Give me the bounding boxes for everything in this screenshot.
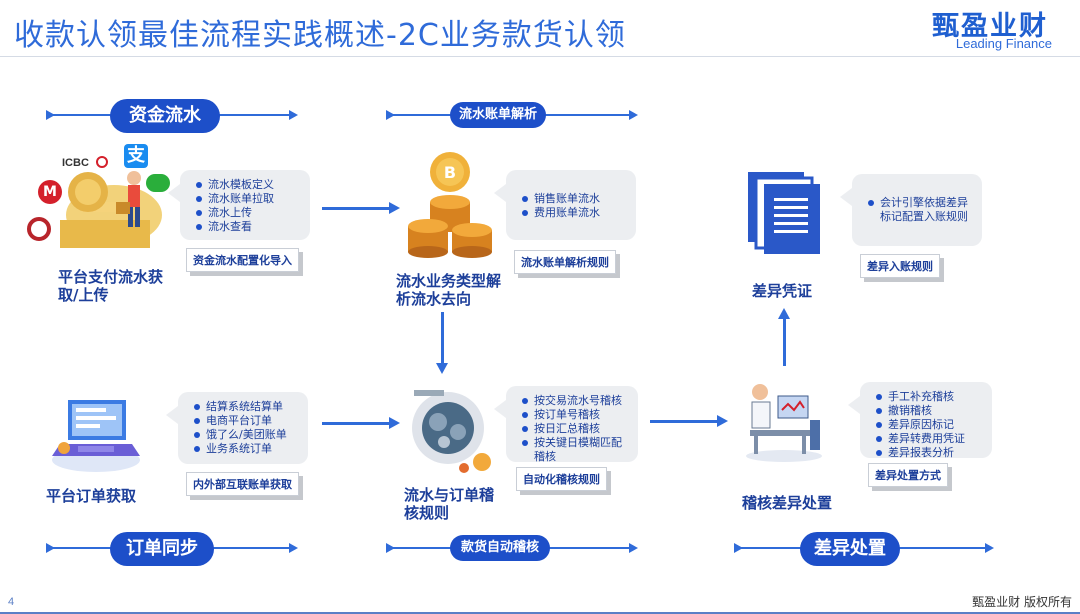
node6-item: 手工补充稽核 bbox=[874, 390, 982, 404]
icbc-logo: ICBC bbox=[62, 151, 108, 170]
node4-label: 平台订单获取 bbox=[46, 487, 137, 505]
node4-item: 结算系统结算单 bbox=[192, 400, 298, 414]
node5-item: 按日汇总稽核 bbox=[520, 422, 628, 436]
node5-item: 按交易流水号稽核 bbox=[520, 394, 628, 408]
node6-label: 稽核差异处置 bbox=[742, 494, 833, 512]
copyright-text: 甄盈业财 版权所有 bbox=[972, 595, 1072, 609]
node6-item: 差异报表分析 bbox=[874, 446, 982, 460]
node2-label: 流水业务类型解析流水去向 bbox=[396, 272, 502, 308]
page-title: 收款认领最佳流程实践概述-2C业务款货认领 bbox=[14, 18, 626, 53]
flow-arrow-2-5 bbox=[436, 312, 448, 374]
flow-arrow-6-3 bbox=[778, 308, 790, 366]
node4-item: 业务系统订单 bbox=[192, 442, 298, 456]
node1-item: 流水模板定义 bbox=[194, 178, 300, 192]
brand-logo: 甄盈业财 bbox=[932, 11, 1048, 42]
node2-tag: 流水账单解析规则 bbox=[514, 250, 616, 274]
node4-card: 结算系统结算单 电商平台订单 饿了么/美团账单 业务系统订单 bbox=[166, 392, 308, 464]
section-pill-diff-handle: 差异处置 bbox=[800, 532, 900, 566]
svg-text:B: B bbox=[444, 163, 456, 182]
node3-tag: 差异入账规则 bbox=[860, 254, 940, 278]
node1-label: 平台支付流水获取/上传 bbox=[58, 268, 164, 304]
node5-tag: 自动化稽核规则 bbox=[516, 467, 607, 491]
node1-card: 流水模板定义 流水账单拉取 流水上传 流水查看 bbox=[168, 170, 310, 240]
node6-item: 差异转费用凭证 bbox=[874, 432, 982, 446]
node4-item: 饿了么/美团账单 bbox=[192, 428, 298, 442]
wechat-pay-icon bbox=[146, 174, 170, 192]
header-divider bbox=[0, 56, 1080, 57]
flow-arrow-5-6 bbox=[650, 415, 728, 427]
node3-item: 会计引擎依据差异标记配置入账规则 bbox=[866, 196, 972, 224]
node1-item: 流水账单拉取 bbox=[194, 192, 300, 206]
node5-item: 按订单号稽核 bbox=[520, 408, 628, 422]
node4-tag: 内外部互联账单获取 bbox=[186, 472, 299, 496]
china-merchants-bank-icon: M bbox=[38, 180, 62, 204]
node4-item: 电商平台订单 bbox=[192, 414, 298, 428]
section-pill-statement-parse: 流水账单解析 bbox=[450, 102, 546, 128]
icbc-emblem-icon bbox=[95, 155, 108, 168]
node1-item: 流水上传 bbox=[194, 206, 300, 220]
section-pill-funds-flow: 资金流水 bbox=[110, 99, 220, 133]
node3-card: 会计引擎依据差异标记配置入账规则 bbox=[840, 174, 982, 246]
node6-card: 手工补充稽核 撤销稽核 差异原因标记 差异转费用凭证 差异报表分析 bbox=[848, 382, 992, 460]
diff-handling-illustration bbox=[742, 380, 826, 464]
node6-item: 撤销稽核 bbox=[874, 404, 982, 418]
section-pill-order-sync: 订单同步 bbox=[110, 532, 214, 566]
node2-item: 销售账单流水 bbox=[520, 192, 626, 206]
node3-label: 差异凭证 bbox=[752, 282, 813, 300]
order-laptop-illustration bbox=[48, 392, 144, 474]
payment-sources-illustration bbox=[24, 140, 174, 260]
section-pill-auto-check: 款货自动稽核 bbox=[450, 535, 550, 561]
documents-illustration bbox=[746, 170, 826, 256]
alipay-icon: 支 bbox=[124, 144, 148, 168]
footer-divider bbox=[0, 612, 1080, 614]
node5-label: 流水与订单稽核规则 bbox=[404, 486, 495, 522]
coins-illustration: B bbox=[404, 150, 496, 260]
node1-item: 流水查看 bbox=[194, 220, 300, 234]
node2-item: 费用账单流水 bbox=[520, 206, 626, 220]
node5-item: 按关键日模糊匹配稽核 bbox=[520, 436, 628, 464]
bank-of-china-icon bbox=[27, 217, 51, 241]
page-number: 4 bbox=[8, 596, 15, 608]
node6-item: 差异原因标记 bbox=[874, 418, 982, 432]
flow-arrow-1-2 bbox=[322, 202, 400, 214]
brand-logo-subtitle: Leading Finance bbox=[955, 36, 1052, 51]
node6-tag: 差异处置方式 bbox=[868, 463, 948, 487]
node5-card: 按交易流水号稽核 按订单号稽核 按日汇总稽核 按关键日模糊匹配稽核 bbox=[494, 386, 638, 464]
audit-gears-illustration bbox=[404, 386, 500, 476]
node2-card: 销售账单流水 费用账单流水 bbox=[494, 170, 636, 240]
node1-tag: 资金流水配置化导入 bbox=[186, 248, 299, 272]
flow-arrow-4-5 bbox=[322, 417, 400, 429]
